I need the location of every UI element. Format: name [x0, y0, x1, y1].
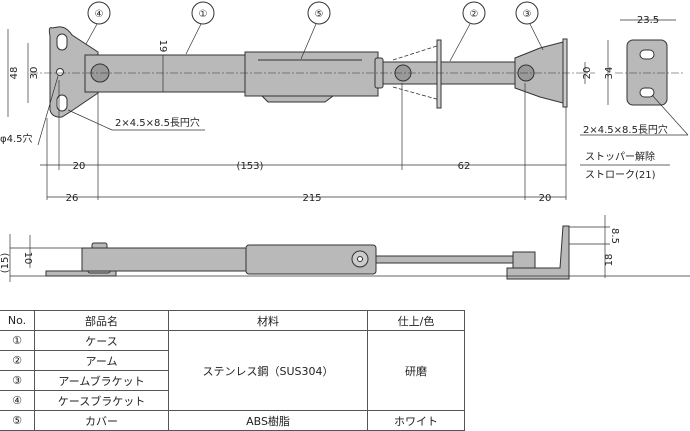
svg-text:34: 34 [604, 67, 615, 80]
arm-bracket-side [506, 225, 570, 280]
slot-hole [56, 94, 68, 112]
stroke-label: ストローク(21) [585, 169, 656, 181]
slot-label-left: 2×4.5×8.5長円穴 [115, 116, 200, 129]
cover-lip [260, 95, 335, 103]
svg-text:19: 19 [157, 40, 168, 53]
slot-hole [56, 33, 68, 51]
round-hole [56, 68, 64, 76]
svg-text:26: 26 [66, 193, 79, 204]
material-abs: ABS樹脂 [168, 410, 368, 431]
case-side [81, 247, 249, 272]
hole-label: φ4.5穴 [0, 132, 33, 145]
svg-text:18: 18 [604, 254, 615, 267]
svg-text:30: 30 [29, 67, 40, 80]
material-steel: ステンレス鋼（SUS304） [168, 330, 368, 411]
svg-text:23.5: 23.5 [637, 15, 659, 26]
svg-text:215: 215 [302, 193, 321, 204]
case-body [84, 54, 248, 93]
callout-4: ④ [95, 9, 104, 20]
cover-top [244, 51, 379, 97]
technical-drawing: ④ ① ⑤ ② ③ 48 30 19 φ4.5穴 2×4.5×8.5長円穴 20… [0, 1, 690, 282]
dimensions-top: 48 30 19 φ4.5穴 2×4.5×8.5長円穴 20 (153) 62 … [0, 15, 689, 204]
svg-text:20: 20 [582, 67, 593, 80]
header-material: 材料 [168, 310, 368, 331]
svg-text:(15): (15) [0, 253, 11, 274]
slot-label-right: 2×4.5×8.5長円穴 [583, 123, 668, 136]
svg-text:62: 62 [458, 161, 471, 172]
finish-polish: 研磨 [367, 330, 465, 411]
arm-side [375, 255, 520, 264]
header-part-name: 部品名 [34, 310, 169, 331]
header-finish: 仕上/色 [367, 310, 465, 331]
callouts: ④ ① ⑤ ② ③ [85, 1, 544, 62]
stopper-release-label: ストッパー解除 [585, 150, 655, 163]
header-no: No. [0, 310, 35, 331]
svg-text:(153): (153) [237, 161, 264, 172]
callout-5: ⑤ [315, 9, 324, 20]
callout-3: ③ [523, 9, 532, 20]
callout-1: ① [199, 9, 208, 20]
svg-text:10: 10 [22, 252, 33, 265]
svg-text:20: 20 [73, 161, 86, 172]
side-view: (15) 10 8.5 18 [0, 215, 690, 282]
svg-text:8.5: 8.5 [609, 228, 620, 244]
top-view [30, 26, 685, 118]
svg-text:20: 20 [539, 193, 552, 204]
svg-text:48: 48 [9, 67, 20, 80]
callout-2: ② [470, 9, 479, 20]
finish-white: ホワイト [367, 410, 465, 431]
